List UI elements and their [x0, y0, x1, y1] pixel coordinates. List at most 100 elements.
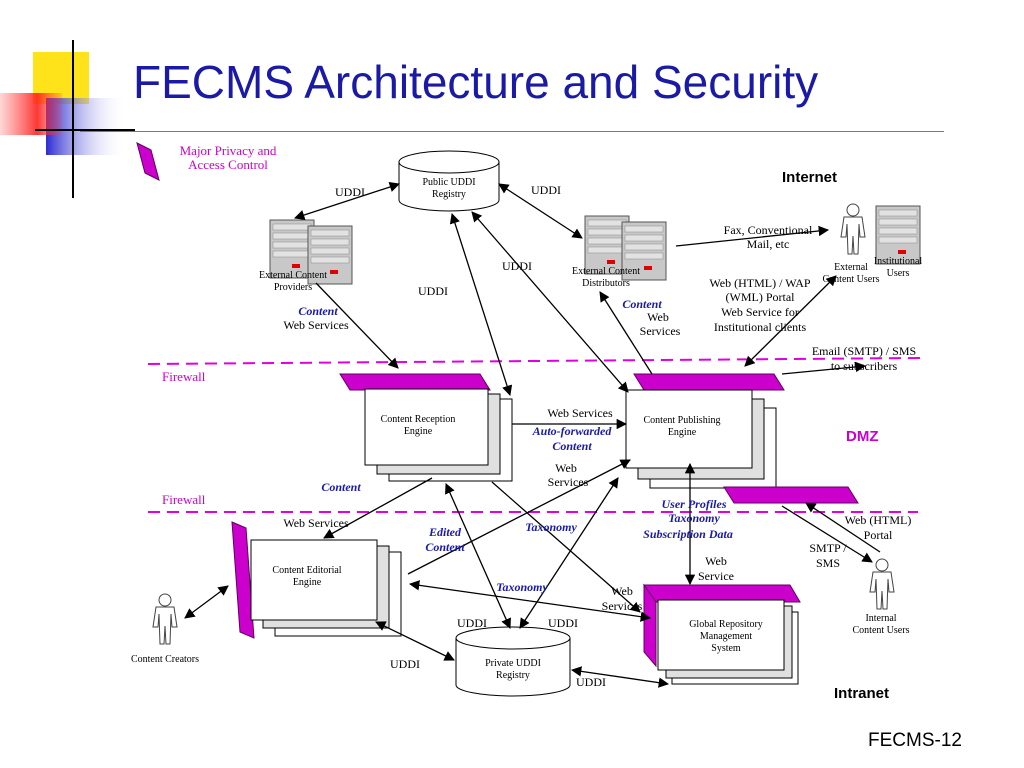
user-profiles-label-2: Taxonomy — [668, 511, 720, 525]
arrow-public-uddi-reception — [449, 213, 513, 396]
edited-content-label-1: Edited — [428, 525, 462, 539]
int-users-label-1: Internal — [865, 613, 896, 624]
arrow-publishing-external-users — [744, 275, 837, 367]
external-users: External Content Users Institutional Use… — [823, 203, 923, 285]
auto-forwarded-label-2: Content — [552, 439, 592, 453]
auto-forwarded-label-1: Auto-forwarded — [532, 424, 613, 438]
private-uddi-label-2: Registry — [496, 670, 530, 681]
edited-content-label-2: Content — [425, 540, 465, 554]
arrow-publishing-distributors — [599, 291, 653, 375]
ext-distributors-label-1: External Content — [572, 266, 640, 277]
repository-label-3: System — [711, 643, 741, 654]
private-uddi-registry: Private UDDI Registry — [455, 626, 571, 697]
web-html-portal-label-2: Portal — [864, 528, 893, 542]
arrow-providers-public-uddi — [294, 181, 400, 221]
web-portal-label-2: (WML) Portal — [726, 290, 796, 304]
web-services-edit-label: Web Services — [283, 516, 349, 530]
arrow-editorial-repository — [408, 580, 652, 622]
global-repository: Global Repository Management System — [643, 583, 801, 685]
firewall-label-top: Firewall — [162, 369, 206, 384]
zone-dmz: DMZ — [846, 428, 879, 445]
repository-label-2: Management — [700, 631, 752, 642]
arrow-private-uddi-repository — [570, 666, 670, 688]
web-service-repo-label-1: Web — [705, 554, 727, 568]
fax-label-2: Mail, etc — [747, 237, 790, 251]
ext-distributors-label-2: Distributors — [582, 278, 630, 289]
content-creators: Content Creators — [131, 593, 199, 665]
arrow-creators-editorial — [184, 585, 229, 619]
private-uddi-label-1: Private UDDI — [485, 658, 541, 669]
web-portal-label-1: Web (HTML) / WAP — [709, 276, 810, 290]
arrow-portal-internal-users — [781, 505, 873, 563]
editorial-label-1: Content Editorial — [272, 565, 341, 576]
corner-decoration — [0, 40, 135, 198]
uddi-label-2: UDDI — [531, 183, 561, 197]
email-label-1: Email (SMTP) / SMS — [812, 344, 916, 358]
uddi-label-8: UDDI — [576, 675, 606, 689]
arrow-reception-editorial — [323, 477, 433, 539]
creators-label: Content Creators — [131, 654, 199, 665]
firewall-line-top — [147, 357, 921, 365]
public-uddi-label-1: Public UDDI — [422, 177, 475, 188]
uddi-label-6: UDDI — [548, 616, 578, 630]
legend-text-2: Access Control — [188, 157, 268, 172]
int-users-label-2: Content Users — [853, 625, 910, 636]
content-ws-label-2: Web Services — [283, 318, 349, 332]
uddi-label-3: UDDI — [502, 259, 532, 273]
inst-users-label-1: Institutional — [874, 256, 923, 267]
repository-label-1: Global Repository — [689, 619, 763, 630]
uddi-label-1: UDDI — [335, 185, 365, 199]
web-services-pub-label-1: Web — [647, 310, 669, 324]
smtp-sms-label-1: SMTP / — [809, 541, 847, 555]
taxonomy-label-1: Taxonomy — [525, 520, 577, 534]
fax-label-1: Fax, Conventional — [724, 223, 813, 237]
web-services-pub-label-2: Services — [640, 324, 681, 338]
inst-users-label-2: Users — [887, 268, 910, 279]
uddi-label-4: UDDI — [418, 284, 448, 298]
web-services-mid2-label-1: Web — [555, 461, 577, 475]
legend-swatch — [136, 142, 160, 181]
connection-arrows — [184, 181, 881, 688]
ext-users-label-1: External — [834, 262, 868, 273]
firewall-label-bottom: Firewall — [162, 492, 206, 507]
page-title: FECMS Architecture and Security — [133, 56, 819, 108]
publishing-label-2: Engine — [668, 427, 697, 438]
arrow-portal-internal-users-2 — [805, 502, 881, 553]
web-services-repo2-label-1: Web — [611, 584, 633, 598]
ext-users-label-2: Content Users — [823, 274, 880, 285]
smtp-sms-label-2: SMS — [816, 556, 840, 570]
portal-access-bar — [723, 486, 859, 504]
web-services-mid-label: Web Services — [547, 406, 613, 420]
publishing-label-1: Content Publishing — [644, 415, 721, 426]
internal-users: Internal Content Users — [853, 558, 910, 636]
content-editorial-engine: Content Editorial Engine — [231, 521, 402, 639]
web-portal-label-4: Institutional clients — [714, 320, 807, 334]
web-services-repo2-label-2: Services — [602, 599, 643, 613]
slide-number: FECMS-12 — [868, 730, 962, 751]
content-ws-label-1: Content — [298, 304, 338, 318]
user-profiles-label-1: User Profiles — [662, 497, 727, 511]
public-uddi-label-2: Registry — [432, 189, 466, 200]
arrow-publishing-email — [781, 361, 867, 375]
user-profiles-label-3: Subscription Data — [643, 527, 733, 541]
editorial-label-2: Engine — [293, 577, 322, 588]
ext-providers-label-2: Providers — [274, 282, 312, 293]
zone-intranet: Intranet — [834, 685, 889, 702]
taxonomy-label-2: Taxonomy — [496, 580, 548, 594]
uddi-label-7: UDDI — [390, 657, 420, 671]
web-portal-label-3: Web Service for — [721, 305, 799, 319]
arrow-distributors-fax — [675, 225, 830, 247]
content-publishing-engine: Content Publishing Engine — [625, 373, 785, 489]
web-services-mid2-label-2: Services — [548, 475, 589, 489]
arrow-reception-private-uddi — [445, 483, 511, 629]
ext-providers-label-1: External Content — [259, 270, 327, 281]
reception-label-2: Engine — [404, 426, 433, 437]
content-edit-label: Content — [321, 480, 361, 494]
legend-text-1: Major Privacy and — [180, 143, 277, 158]
external-distributors-servers: External Content Distributors — [572, 215, 667, 289]
content-pub-label: Content — [622, 297, 662, 311]
reception-label-1: Content Reception — [381, 414, 456, 425]
zone-internet: Internet — [782, 169, 837, 186]
